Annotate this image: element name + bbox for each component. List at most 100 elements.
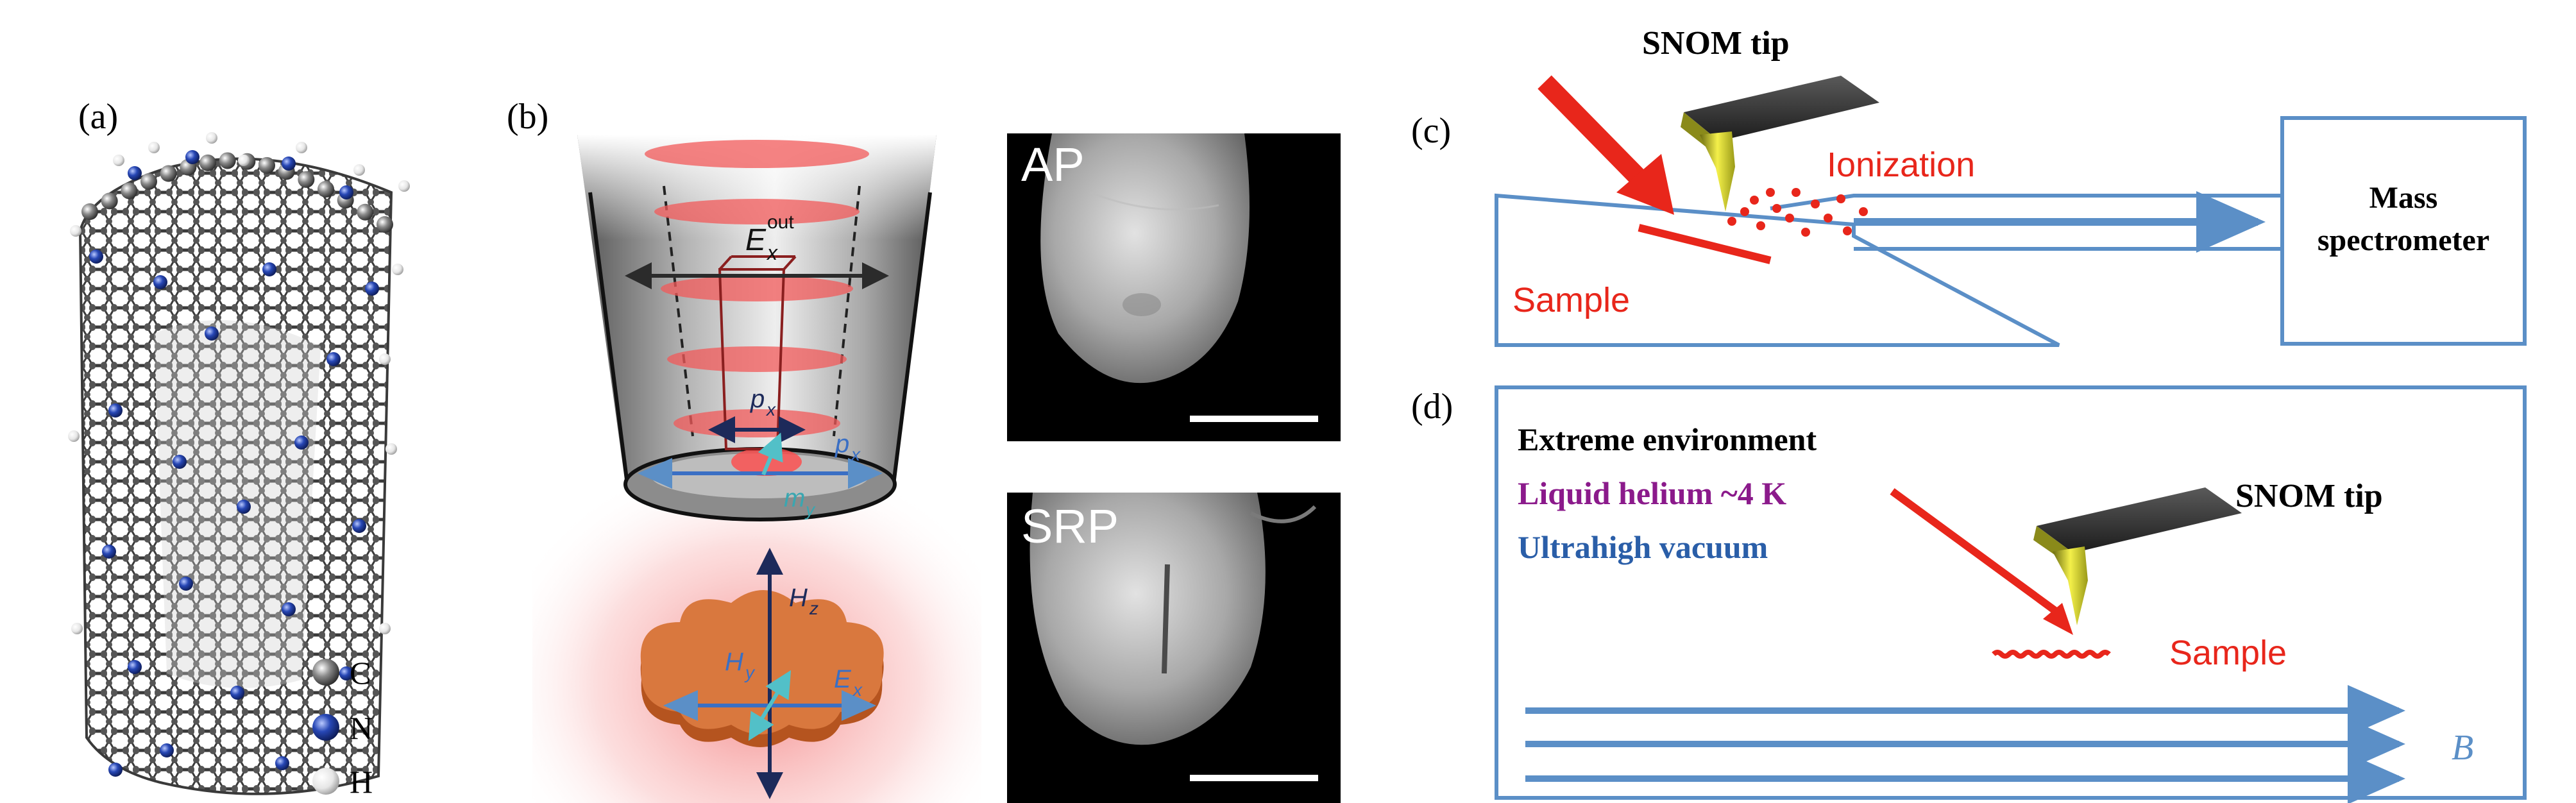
svg-text:y: y: [804, 500, 816, 520]
legend-carbon-label: C: [350, 655, 371, 691]
nitrogen-atom-icon: [102, 545, 116, 559]
svg-text:x: x: [766, 241, 778, 264]
condition-liquid-helium: Liquid helium ~4 K: [1518, 475, 1786, 511]
carbon-atom-icon: [258, 156, 275, 174]
svg-text:p: p: [835, 430, 849, 458]
sample-strip-c: [1638, 224, 1772, 264]
panel-a: (a) C N H: [68, 97, 410, 800]
nitrogen-atom-icon: [339, 666, 353, 680]
scale-bar-srp: [1190, 775, 1318, 781]
ion-particle: [1801, 228, 1810, 237]
ion-particle: [1836, 194, 1845, 203]
hydrogen-atom-icon: [238, 155, 250, 166]
snom-tip-label-c: SNOM tip: [1642, 25, 1790, 62]
micrograph-srp-label: SRP: [1021, 500, 1119, 553]
hydrogen-atom-icon: [113, 155, 124, 166]
e-out-label: E x out: [745, 212, 794, 264]
svg-text:x: x: [852, 680, 863, 700]
micrograph-ap: AP: [1007, 133, 1341, 441]
mass-spec-label-line1: Mass: [2369, 181, 2438, 215]
nanotube-model: [68, 132, 410, 795]
tip-cone: [577, 135, 936, 521]
svg-text:E: E: [745, 223, 767, 257]
micrograph-ap-label: AP: [1021, 138, 1085, 191]
micrograph-srp: SRP: [1007, 493, 1341, 803]
nitrogen-atom-icon: [352, 519, 366, 533]
carbon-atom-icon: [81, 203, 98, 220]
hydrogen-atom-icon: [71, 623, 83, 634]
nitrogen-atom-icon: [262, 262, 276, 276]
hydrogen-atom-icon: [312, 768, 339, 795]
laser-arrow-c: [1538, 75, 1674, 215]
hy-arrow: [765, 670, 792, 707]
svg-text:out: out: [767, 212, 794, 233]
sample-stage: [1495, 193, 2060, 347]
nitrogen-atom-icon: [160, 743, 174, 757]
ion-particle: [1766, 188, 1775, 197]
my-arrow: [758, 432, 783, 476]
scale-bar-ap: [1190, 416, 1318, 422]
laser-arrow-d: [1890, 488, 2073, 635]
sample-label-c: Sample: [1513, 281, 1630, 319]
hy-label: H y: [725, 648, 756, 682]
field-label-b: B: [2452, 728, 2473, 768]
hydrogen-atom-icon: [148, 142, 160, 153]
nitrogen-atom-icon: [108, 763, 123, 777]
carbon-atom-icon: [199, 154, 216, 171]
nitrogen-atom-icon: [179, 577, 193, 591]
ion-particle: [1727, 217, 1736, 226]
ionized-particles: [1727, 188, 1868, 237]
nitrogen-atom-icon: [230, 686, 244, 700]
hydrogen-atom-icon: [398, 180, 410, 192]
ion-particle: [1843, 226, 1852, 235]
nitrogen-atom-icon: [205, 326, 219, 341]
nitrogen-atom-icon: [312, 714, 339, 741]
carbon-atom-icon: [101, 192, 118, 210]
panel-d-label: (d): [1411, 387, 1453, 427]
ion-particle: [1811, 199, 1820, 208]
nitrogen-atom-icon: [326, 352, 341, 366]
ion-particle: [1740, 207, 1749, 216]
panel-b: (b): [507, 97, 1341, 803]
nitrogen-atom-icon: [185, 150, 199, 164]
ionization-label: Ionization: [1827, 146, 1975, 184]
carbon-atom-icon: [219, 152, 236, 169]
ion-particle: [1792, 188, 1801, 197]
hydrogen-atom-icon: [392, 264, 403, 275]
plasmonic-antenna: [640, 590, 884, 747]
hydrogen-atom-icon: [386, 443, 397, 455]
ion-particle: [1859, 207, 1868, 216]
ex-label: E x: [834, 665, 863, 700]
svg-text:E: E: [834, 665, 852, 693]
hydrogen-atom-icon: [70, 225, 81, 237]
nitrogen-atom-icon: [128, 166, 142, 180]
nitrogen-atom-icon: [108, 403, 123, 418]
hydrogen-atom-icon: [296, 142, 307, 153]
panel-c: (c) SNOM tip Mass spectrometer Sample Io…: [1411, 25, 2527, 347]
ion-particle: [1785, 214, 1794, 223]
my-label: m y: [784, 484, 816, 520]
svg-text:y: y: [744, 663, 756, 682]
panel-b-label: (b): [507, 97, 548, 137]
nitrogen-atom-icon: [237, 500, 251, 514]
mass-spec-label-line2: spectrometer: [2318, 223, 2489, 257]
carbon-atom-icon: [312, 659, 339, 686]
nitrogen-atom-icon: [128, 660, 142, 674]
nitrogen-atom-icon: [339, 185, 353, 199]
panel-c-label: (c): [1411, 111, 1451, 151]
nitrogen-atom-icon: [275, 756, 289, 770]
legend-hydrogen-label: H: [350, 764, 373, 800]
panel-d: (d) Extreme environment Liquid helium ~4…: [1411, 385, 2527, 803]
svg-text:H: H: [789, 584, 808, 612]
hydrogen-atom-icon: [353, 164, 365, 176]
carbon-atom-icon: [140, 173, 157, 190]
hydrogen-atom-icon: [379, 353, 391, 365]
snom-tip-label-d: SNOM tip: [2235, 478, 2383, 514]
svg-text:H: H: [725, 648, 743, 676]
nitrogen-atom-icon: [282, 602, 296, 616]
mass-spectrometer-box: [2280, 116, 2527, 346]
nitrogen-atom-icon: [153, 275, 167, 289]
svg-text:x: x: [765, 400, 776, 419]
panel-a-label: (a): [78, 97, 118, 137]
